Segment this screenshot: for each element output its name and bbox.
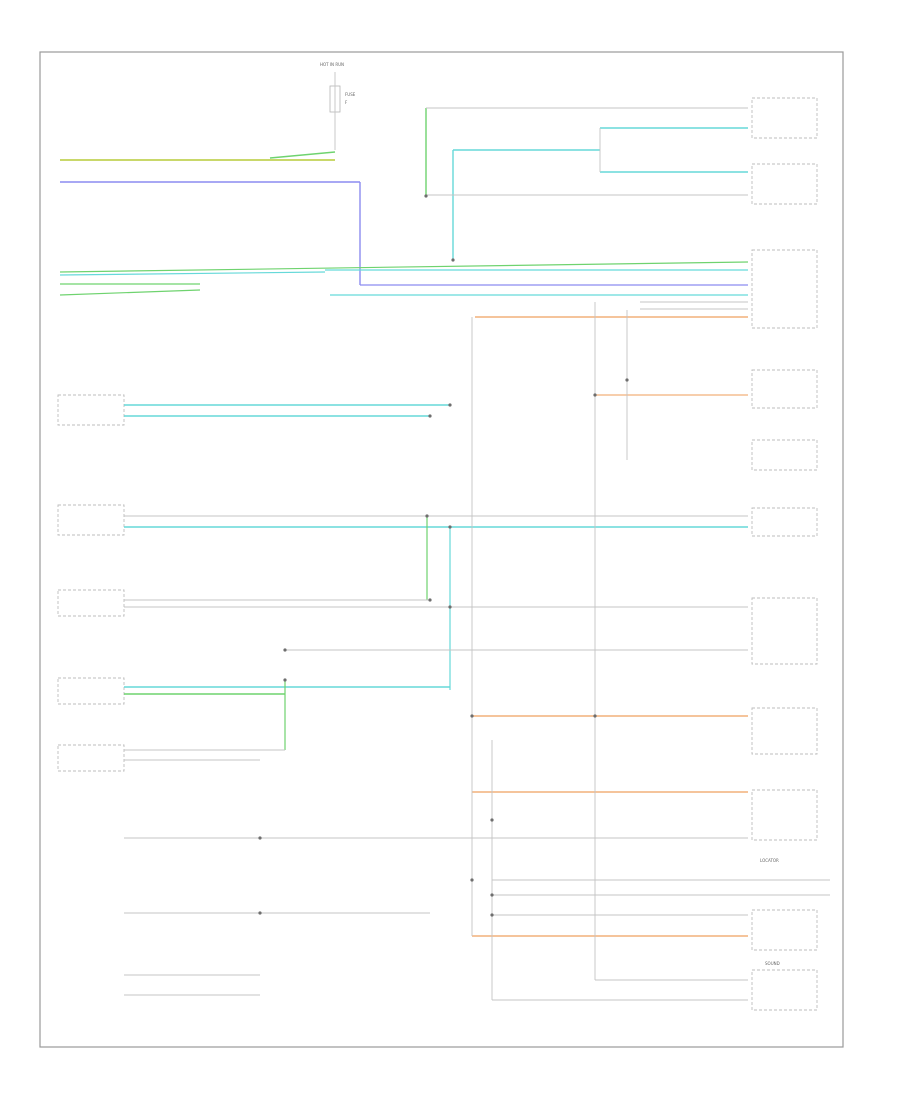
splice-dot [428, 414, 432, 418]
splice-dot [258, 836, 262, 840]
fuse-label: FUSE [345, 92, 356, 97]
connector-right-3 [751, 249, 818, 329]
hot-in-run-label: HOT IN RUN [320, 62, 344, 67]
wire-green-short [269, 151, 336, 159]
splice-dot [593, 393, 597, 397]
connector-right-9 [751, 789, 818, 841]
connector-right-5 [751, 439, 818, 471]
fuse-ref-label: F [345, 100, 348, 105]
splice-dot [490, 893, 494, 897]
connector-right-7 [751, 597, 818, 665]
right-label-sound: SOUND [765, 961, 780, 966]
splice-dot [424, 194, 428, 198]
wire-green-bundle-1 [59, 261, 749, 273]
splice-dot [448, 605, 452, 609]
wire-green-bundle-3 [59, 289, 201, 296]
splice-dot [593, 714, 597, 718]
connector-right-8 [751, 707, 818, 755]
splice-dot [625, 378, 629, 382]
connector-left-5 [57, 744, 125, 772]
splice-dot [490, 913, 494, 917]
connector-left-1 [57, 394, 125, 426]
connector-right-6 [751, 507, 818, 537]
splice-dot [490, 818, 494, 822]
diagram-frame [39, 51, 844, 1048]
connector-left-2 [57, 504, 125, 536]
wire-cyan-bundle [59, 271, 326, 276]
connector-left-4 [57, 677, 125, 705]
splice-dot [448, 403, 452, 407]
splice-dot [470, 714, 474, 718]
splice-dot [258, 911, 262, 915]
splice-dot [451, 258, 455, 262]
right-label-locator: LOCATOR [760, 858, 779, 863]
splice-dot [470, 878, 474, 882]
splice-dot [428, 598, 432, 602]
connector-right-10 [751, 909, 818, 951]
connector-left-3 [57, 589, 125, 617]
connector-right-2 [751, 163, 818, 205]
splice-dot [283, 648, 287, 652]
splice-dot [283, 678, 287, 682]
connector-right-1 [751, 97, 818, 139]
connector-right-11 [751, 969, 818, 1011]
splice-dot [425, 514, 429, 518]
connector-right-4 [751, 369, 818, 409]
splice-dot [448, 525, 452, 529]
